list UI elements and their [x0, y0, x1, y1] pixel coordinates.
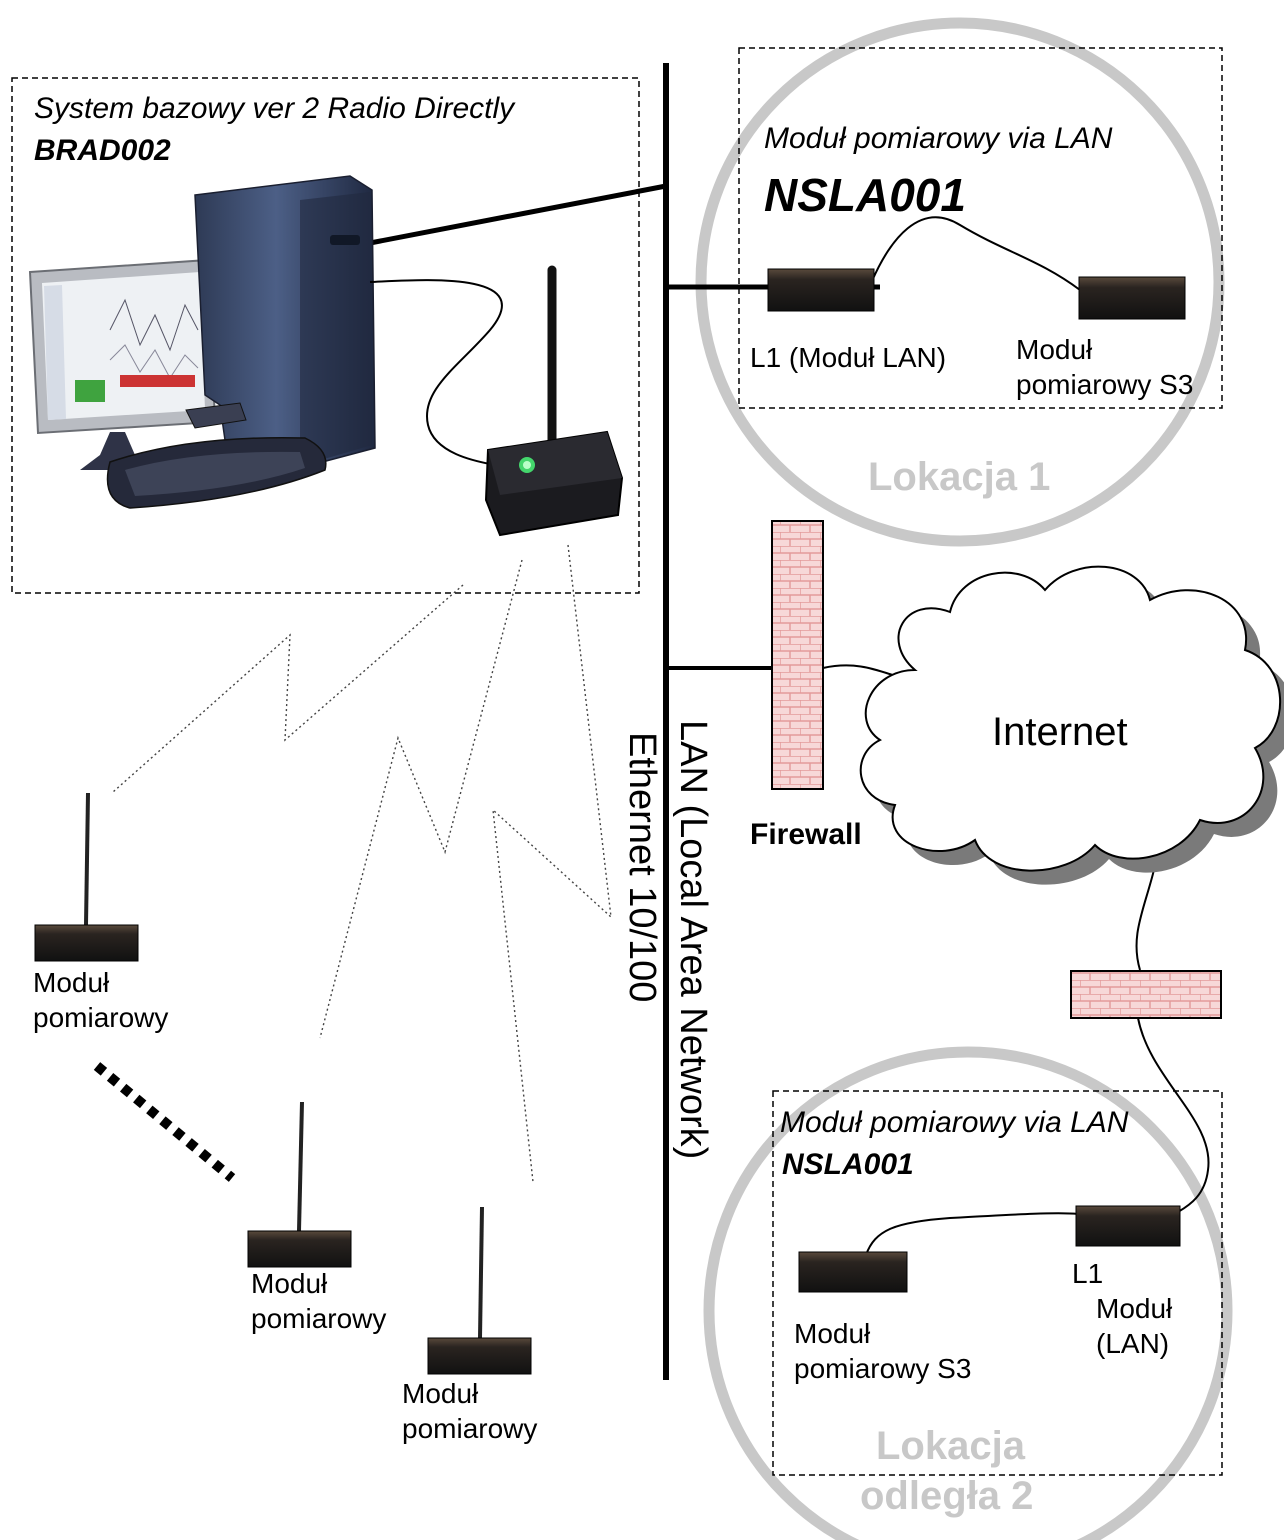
location-2-sensor-label-2: pomiarowy S3 [794, 1353, 972, 1384]
location-2-frame [772, 1090, 1223, 1476]
lan-link-computer [369, 183, 667, 246]
radio-module-2-label-2: pomiarowy [251, 1303, 387, 1334]
firewall-label: Firewall [750, 818, 862, 851]
location-1-ring [695, 17, 1225, 547]
radio-link-1 [112, 584, 464, 793]
base-system-title: System bazowy ver 2 Radio Directly [34, 92, 515, 125]
more-modules-ellipsis [93, 1062, 236, 1182]
firewall-wall-remote [1070, 970, 1222, 1019]
location-2-ring [703, 1046, 1233, 1540]
location-2-title: Moduł pomiarowy via LAN [780, 1106, 1129, 1139]
internet-label: Internet [992, 710, 1128, 754]
location-1-sensor-module [1078, 276, 1186, 320]
lan-label: LAN (Local Area Network) [672, 720, 714, 1160]
location-1-frame [738, 47, 1223, 409]
computer [28, 175, 376, 509]
usb-device [185, 402, 247, 429]
location-1-sensor-label-1: Moduł [1016, 334, 1093, 365]
radio-link-2 [319, 559, 523, 1039]
location-1-title: Moduł pomiarowy via LAN [764, 122, 1113, 155]
location-1-sensor-label-2: pomiarowy S3 [1016, 369, 1194, 400]
location-1-label: Lokacja 1 [868, 455, 1051, 499]
ethernet-label: Ethernet 10/100 [621, 732, 663, 1003]
location-1-code: NSLA001 [764, 169, 966, 221]
base-unit-cable [369, 279, 503, 466]
radio-link-3 [492, 544, 612, 1183]
radio-module-1-label-2: pomiarowy [33, 1002, 169, 1033]
location-2-code: NSLA001 [782, 1148, 914, 1181]
location-2-lan-label-1: L1 [1072, 1258, 1104, 1289]
internet-cloud [859, 565, 1284, 885]
location-2-lan-label-3: (LAN) [1096, 1328, 1170, 1359]
location-2-sensor-label-1: Moduł [794, 1318, 871, 1349]
radio-module-3 [427, 1206, 532, 1375]
base-system-code: BRAD002 [34, 134, 171, 167]
radio-module-3-label-1: Moduł [402, 1378, 479, 1409]
location-2-module-link [865, 1212, 1079, 1256]
firewall2-to-location2-link [1137, 1017, 1210, 1213]
location-2-label-1: Lokacja [876, 1424, 1025, 1468]
location-2-lan-module [1075, 1205, 1181, 1247]
firewall-wall [771, 520, 824, 790]
location-1-lan-module [767, 268, 875, 312]
radio-module-1-label-1: Moduł [33, 967, 110, 998]
radio-module-3-label-2: pomiarowy [402, 1413, 538, 1444]
radio-module-2 [247, 1101, 352, 1268]
location-1-lan-module-label: L1 (Moduł LAN) [750, 342, 947, 373]
radio-module-2-label-1: Moduł [251, 1268, 328, 1299]
radio-module-1 [34, 792, 139, 962]
base-radio-unit [484, 265, 624, 537]
location-2-label-2: odległa 2 [860, 1474, 1034, 1518]
location-1-module-link [871, 216, 1081, 291]
location-2-lan-label-2: Moduł [1096, 1293, 1173, 1324]
base-system-frame [11, 77, 640, 594]
location-2-sensor-module [798, 1251, 908, 1293]
